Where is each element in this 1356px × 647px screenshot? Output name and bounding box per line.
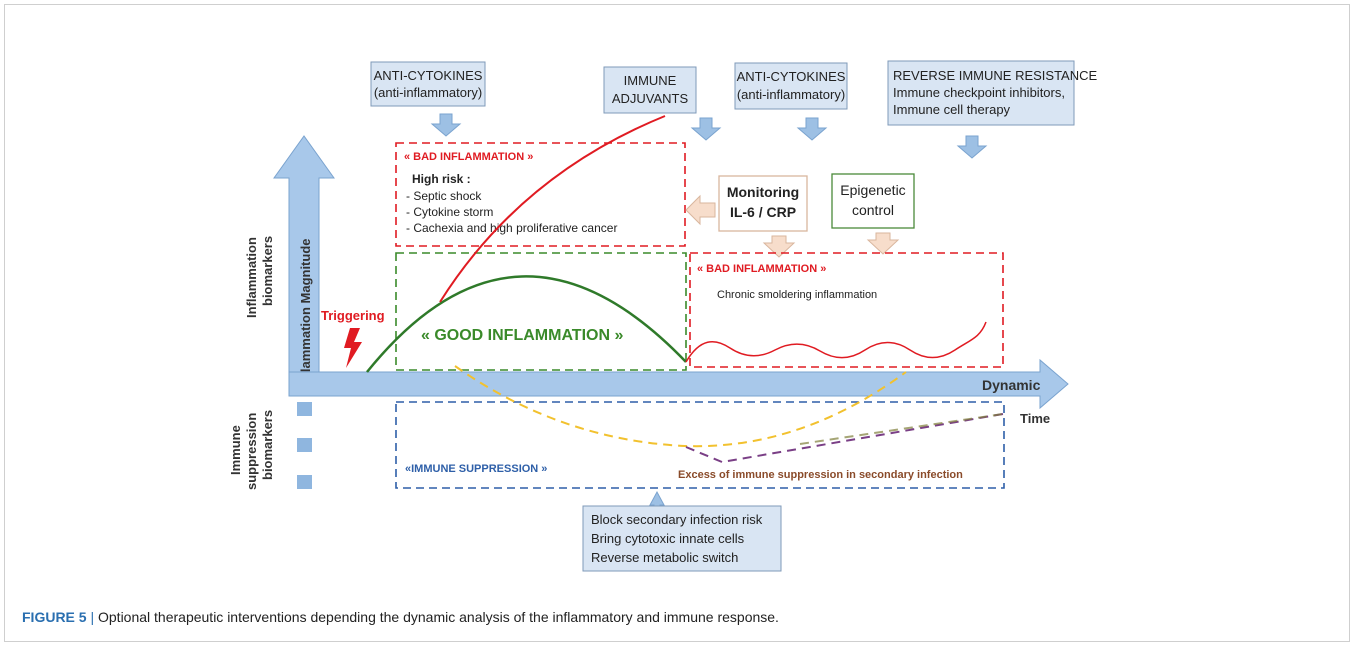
figure-frame <box>4 4 1350 642</box>
anti-cytokines-box-1 <box>370 61 486 107</box>
reverse-resistance-box <box>887 60 1075 126</box>
monitoring-box <box>718 175 808 232</box>
triggering-label: Triggering <box>321 308 385 323</box>
bottom-line1: Block secondary infection risk <box>591 512 763 527</box>
purple-secondary-curve <box>685 413 1004 464</box>
bottom-line3: Reverse metabolic switch <box>591 550 738 565</box>
reverse-resistance-line1: REVERSE IMMUNE RESISTANCE <box>893 68 1098 83</box>
bad-inflammation-2-subtitle: Chronic smoldering inflammation <box>717 289 877 301</box>
down-arrow-monitoring <box>762 235 796 258</box>
bad-inflammation-zone-2 <box>689 252 1004 368</box>
bottom-interventions-box <box>582 505 782 572</box>
reverse-resistance-line2: Immune checkpoint inhibitors, <box>893 85 1065 100</box>
risk-item-2: - Cytokine storm <box>406 205 493 219</box>
time-label: Time <box>1020 411 1050 426</box>
x-axis-label: Dynamic <box>982 377 1041 393</box>
yellow-suppression-curve <box>454 365 907 448</box>
anti-cytokines-1-line2: (anti-inflammatory) <box>374 85 482 100</box>
risk-item-1: - Septic shock <box>406 189 482 203</box>
caption-text: Optional therapeutic interventions depen… <box>98 609 779 625</box>
bad-inflammation-2-title: « BAD INFLAMMATION » <box>697 263 826 275</box>
immune-suppression-zone <box>395 401 1005 489</box>
monitoring-line1: Monitoring <box>727 184 799 200</box>
epigenetic-line1: Epigenetic <box>840 182 905 198</box>
figure-caption: FIGURE 5 | Optional therapeutic interven… <box>22 609 1332 625</box>
anti-cytokines-2-line1: ANTI-CYTOKINES <box>737 69 846 84</box>
y-axis-arrow <box>273 135 335 395</box>
down-arrow-4 <box>956 135 988 159</box>
good-inflammation-zone <box>395 252 687 371</box>
down-arrow-1 <box>430 113 462 137</box>
y-axis-label: Inflammation Magnitude <box>298 239 313 389</box>
good-inflammation-title: « GOOD INFLAMMATION » <box>421 327 623 344</box>
immune-adjuvants-line2: ADJUVANTS <box>612 91 689 106</box>
red-escalation-curve <box>439 115 666 303</box>
immune-suppression-label-1: Immune <box>228 425 243 475</box>
bottom-line2: Bring cytotoxic innate cells <box>591 531 745 546</box>
caption-separator: | <box>90 609 95 625</box>
bad-inflammation-zone-1 <box>395 142 686 247</box>
anti-cytokines-1-line1: ANTI-CYTOKINES <box>374 68 483 83</box>
down-arrow-epigenetic <box>866 232 900 255</box>
high-risk-title: High risk : <box>412 172 471 186</box>
figure-label: FIGURE 5 <box>22 609 87 625</box>
immune-suppression-title: «IMMUNE SUPPRESSION » <box>405 463 547 475</box>
bad-inflammation-1-title: « BAD INFLAMMATION » <box>404 151 533 163</box>
risk-item-3: - Cachexia and high proliferative cancer <box>406 221 617 235</box>
legend-square-2 <box>297 438 312 452</box>
olive-secondary-curve <box>799 413 1004 445</box>
immune-adjuvants-box <box>603 66 697 114</box>
immune-suppression-label-3: biomarkers <box>260 410 275 480</box>
anti-cytokines-2-line2: (anti-inflammatory) <box>737 87 845 102</box>
legend-square-3 <box>297 475 312 489</box>
green-inflammation-curve <box>366 275 687 373</box>
legend-square-1 <box>297 402 312 416</box>
immune-suppression-note: Excess of immune suppression in secondar… <box>678 469 963 481</box>
x-axis-arrow <box>288 358 1069 410</box>
epigenetic-line2: control <box>852 202 894 218</box>
down-arrow-3 <box>796 117 828 141</box>
anti-cytokines-box-2 <box>734 62 848 110</box>
red-wavy-line <box>685 321 987 363</box>
inflammation-biomarkers-label-1: Inflammation <box>244 237 259 318</box>
inflammation-biomarkers-label-2: biomarkers <box>260 236 275 306</box>
monitoring-line2: IL-6 / CRP <box>730 204 796 220</box>
immune-adjuvants-line1: IMMUNE <box>624 73 677 88</box>
lightning-icon <box>344 328 362 368</box>
left-arrow-monitoring <box>685 194 716 226</box>
immune-suppression-label-2: suppression <box>244 413 259 490</box>
epigenetic-box <box>831 173 915 229</box>
reverse-resistance-line3: Immune cell therapy <box>893 102 1011 117</box>
down-arrow-2 <box>690 117 722 141</box>
